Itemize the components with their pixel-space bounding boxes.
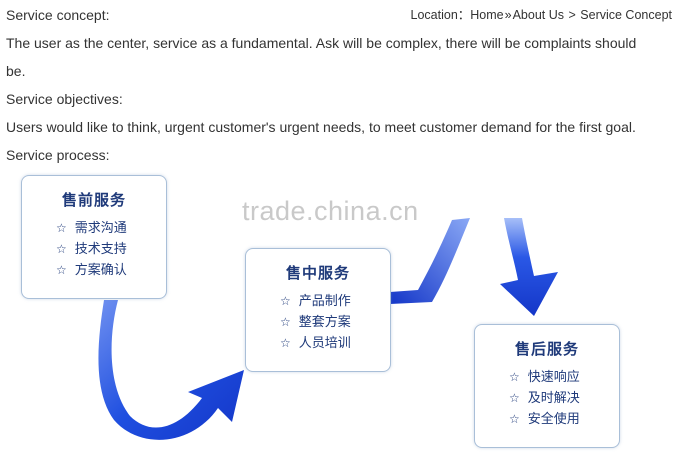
star-icon: ☆	[280, 336, 291, 350]
list-item: ☆快速响应	[509, 370, 580, 385]
insale-list: ☆产品制作 ☆整套方案 ☆人员培训	[246, 291, 390, 354]
process-arrows	[98, 218, 558, 440]
star-icon: ☆	[509, 391, 520, 405]
arrow-insale-up	[390, 218, 470, 304]
list-item: ☆整套方案	[280, 315, 351, 330]
aftersale-box: 售后服务 ☆快速响应 ☆及时解决 ☆安全使用	[474, 324, 620, 448]
service-concept-text-continued: be.	[6, 63, 26, 79]
breadcrumb-separator: >	[568, 8, 576, 22]
arrow-to-aftersale	[500, 218, 558, 316]
breadcrumb: Location：Home»About Us > Service Concept	[411, 4, 672, 23]
list-item: ☆需求沟通	[56, 221, 127, 236]
presale-box: 售前服务 ☆需求沟通 ☆技术支持 ☆方案确认	[21, 175, 167, 299]
star-icon: ☆	[509, 370, 520, 384]
watermark: trade.china.cn	[242, 196, 419, 226]
star-icon: ☆	[56, 263, 67, 277]
heading-service-objectives: Service objectives:	[6, 91, 123, 107]
insale-title: 售中服务	[285, 264, 350, 282]
insale-box: 售中服务 ☆产品制作 ☆整套方案 ☆人员培训	[245, 248, 391, 372]
breadcrumb-separator: »	[504, 8, 512, 22]
presale-title: 售前服务	[61, 191, 126, 209]
presale-list: ☆需求沟通 ☆技术支持 ☆方案确认	[22, 218, 166, 281]
list-item: ☆技术支持	[56, 242, 127, 257]
service-process-diagram: trade.china.cn 售前服务 ☆需求沟通 ☆技术支持 ☆方案确认 售中…	[0, 168, 676, 456]
list-item: ☆及时解决	[509, 391, 580, 406]
arrow-presale-to-insale	[98, 300, 245, 440]
breadcrumb-label: Location：	[410, 8, 471, 22]
list-item: ☆方案确认	[56, 263, 127, 278]
list-item: ☆产品制作	[280, 294, 351, 309]
heading-service-process: Service process:	[6, 147, 110, 163]
star-icon: ☆	[509, 412, 520, 426]
aftersale-title: 售后服务	[514, 340, 579, 358]
list-item: ☆人员培训	[280, 336, 351, 351]
aftersale-list: ☆快速响应 ☆及时解决 ☆安全使用	[475, 367, 619, 430]
breadcrumb-service-concept-link[interactable]: Service Concept	[580, 8, 672, 22]
star-icon: ☆	[56, 242, 67, 256]
breadcrumb-home-link[interactable]: Home	[470, 8, 504, 22]
star-icon: ☆	[280, 315, 291, 329]
service-concept-text: The user as the center, service as a fun…	[6, 35, 637, 51]
list-item: ☆安全使用	[509, 412, 580, 427]
star-icon: ☆	[280, 294, 291, 308]
heading-service-concept: Service concept:	[6, 7, 110, 23]
star-icon: ☆	[56, 221, 67, 235]
breadcrumb-about-us-link[interactable]: About Us	[512, 8, 564, 22]
service-objectives-text: Users would like to think, urgent custom…	[6, 119, 636, 135]
